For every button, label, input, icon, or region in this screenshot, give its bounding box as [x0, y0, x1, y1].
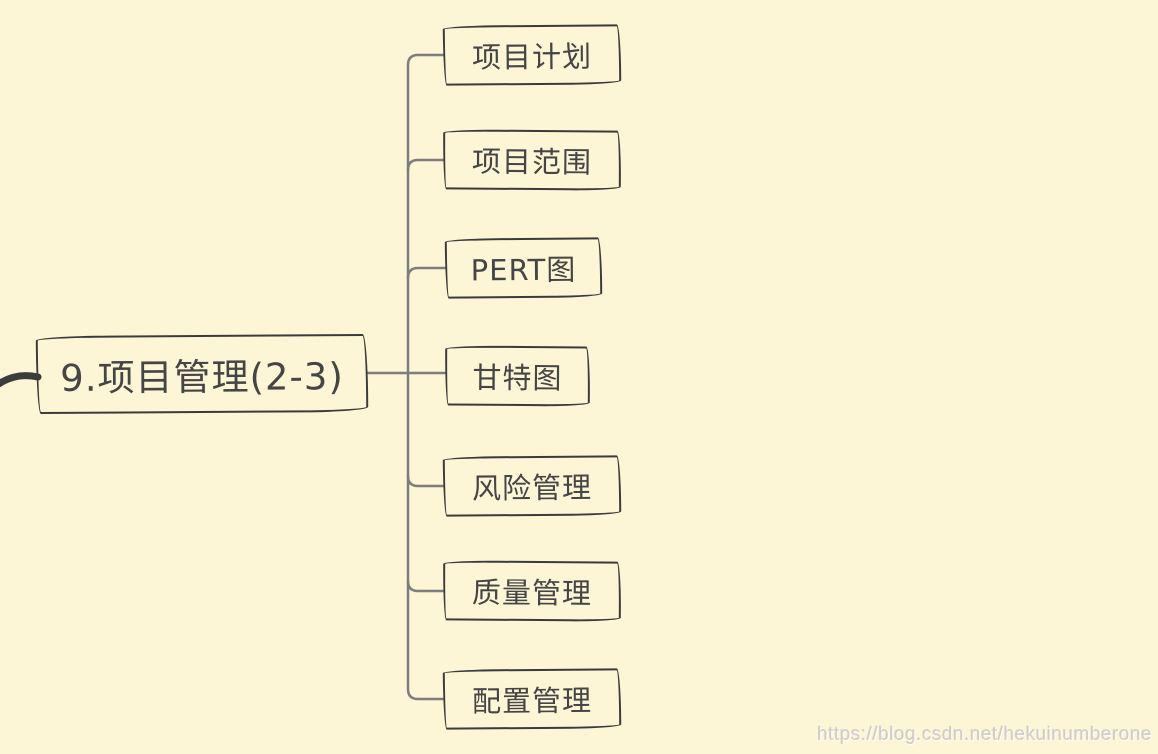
node-label: 9.项目管理(2-3): [60, 355, 344, 400]
connector-trunk-bottom: [406, 371, 445, 701]
node-label: 配置管理: [471, 683, 593, 719]
node-project-management-root[interactable]: 9.项目管理(2-3): [35, 333, 369, 415]
node-label: 风险管理: [471, 470, 593, 506]
node-label: 甘特图: [472, 360, 563, 396]
node-label: 质量管理: [471, 575, 593, 611]
node-label: 项目计划: [471, 39, 593, 75]
connector-branch-5: [406, 474, 445, 488]
connector-branch-6: [406, 579, 445, 593]
node-label: 项目范围: [471, 144, 593, 180]
parent-edge-line: [0, 372, 42, 388]
node-risk-management[interactable]: 风险管理: [442, 455, 622, 517]
node-gantt-chart[interactable]: 甘特图: [444, 345, 591, 407]
node-pert-chart[interactable]: PERT图: [444, 237, 603, 299]
watermark: https://blog.csdn.net/hekuinumberone: [817, 724, 1152, 745]
connector-trunk-top: [406, 53, 445, 375]
node-project-scope[interactable]: 项目范围: [442, 129, 622, 191]
node-project-plan[interactable]: 项目计划: [442, 24, 622, 86]
connector-branch-2: [406, 158, 445, 172]
node-configuration-management[interactable]: 配置管理: [442, 668, 622, 730]
connector-branch-3: [406, 266, 447, 280]
node-label: PERT图: [470, 252, 577, 288]
node-quality-management[interactable]: 质量管理: [442, 560, 622, 622]
